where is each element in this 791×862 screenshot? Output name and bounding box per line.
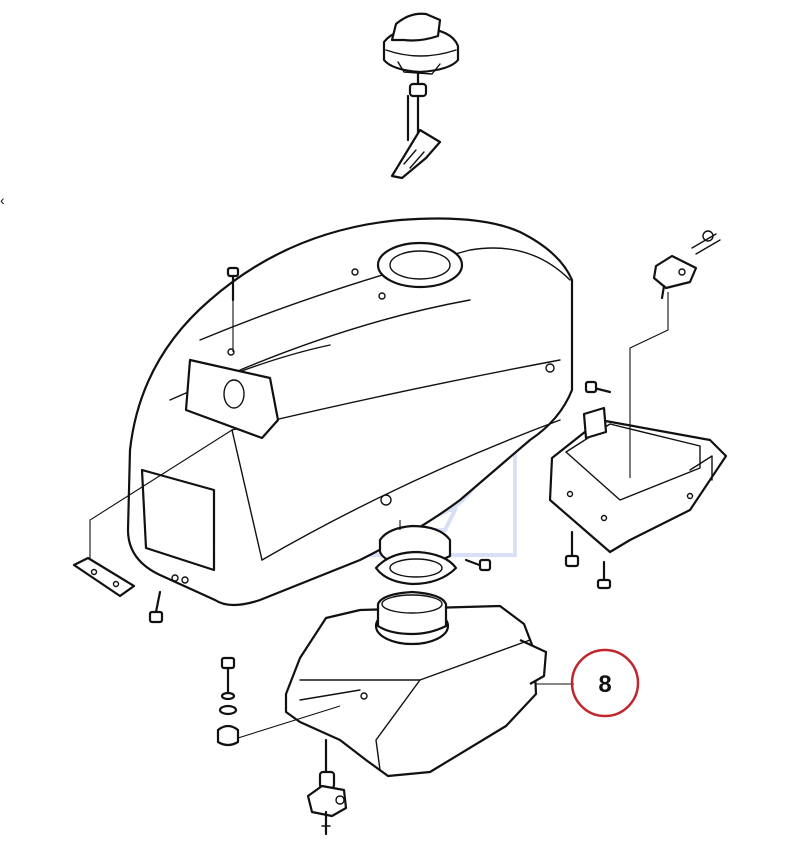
callout-circle [570, 648, 640, 718]
bracket-plate-left [72, 429, 233, 598]
bracket-bolt-right [596, 560, 612, 590]
part-callout: 8 [570, 648, 640, 718]
callout-number: 8 [598, 671, 611, 698]
fuel-strainer [390, 94, 442, 180]
fuel-tank [284, 590, 548, 778]
fuel-valve [306, 738, 348, 836]
mount-block [652, 254, 698, 300]
edge-mark: ‹ [0, 192, 5, 208]
grommet-bolt [464, 558, 492, 572]
bracket-bolt-left [564, 530, 580, 568]
front-screw [148, 590, 164, 624]
top-bolt [226, 266, 240, 352]
fuel-cap [382, 12, 460, 98]
cotter-pin [691, 230, 721, 255]
rear-bracket [548, 292, 728, 554]
filler-grommet [374, 520, 458, 586]
bracket-bolt-top [584, 380, 612, 394]
top-cover [126, 217, 574, 607]
tank-mount-hardware [216, 656, 341, 747]
